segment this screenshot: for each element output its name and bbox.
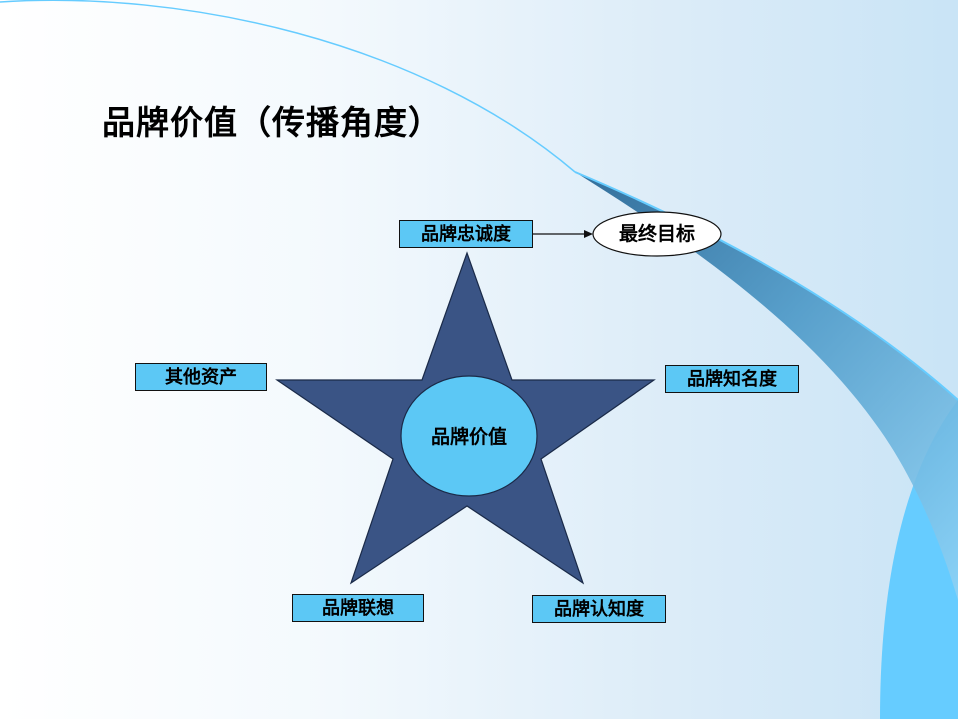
node-brand-association: 品牌联想	[292, 594, 424, 622]
node-brand-awareness: 品牌知名度	[665, 365, 799, 393]
background-swoosh-edge	[574, 171, 958, 401]
node-other-assets: 其他资产	[135, 363, 267, 391]
page-title: 品牌价值（传播角度）	[102, 103, 442, 142]
center-label: 品牌价值	[430, 426, 507, 448]
node-perceived-quality: 品牌认知度	[532, 595, 666, 623]
background-swoosh	[575, 172, 958, 600]
node-brand-loyalty: 品牌忠诚度	[399, 220, 533, 248]
center-ellipse	[400, 375, 538, 497]
background-thin-arc	[0, 0, 576, 173]
arrow-head	[584, 230, 593, 238]
node-final-goal: 最终目标	[618, 223, 695, 245]
